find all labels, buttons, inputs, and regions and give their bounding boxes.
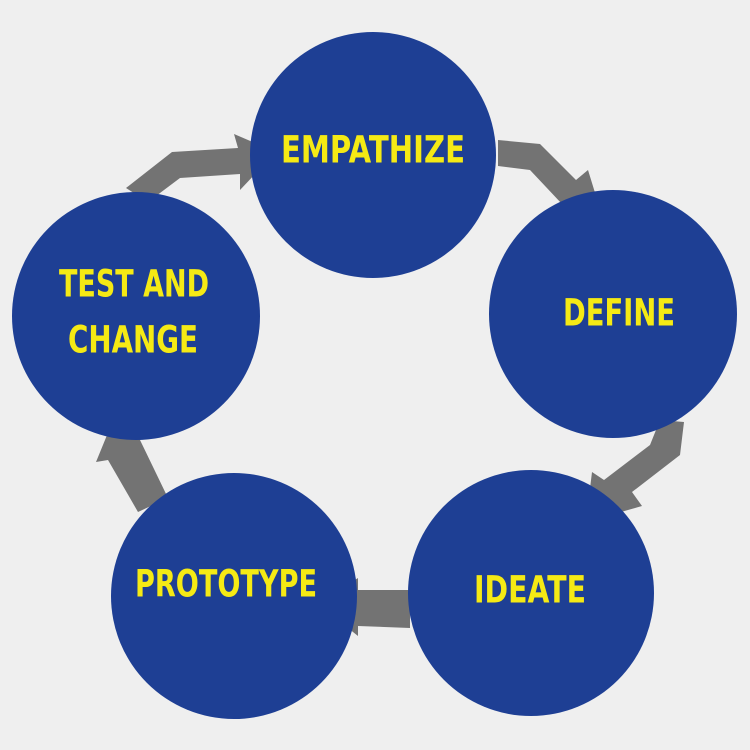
stage-circle-empathize	[250, 32, 496, 278]
stage-circles	[12, 32, 737, 719]
stage-circle-test-and-change	[12, 192, 260, 440]
stage-circle-define	[489, 190, 737, 438]
arrow-test-to-empathize	[126, 134, 276, 202]
arrow-prototype-to-test	[96, 418, 168, 512]
stage-label-define: DEFINE	[563, 292, 675, 335]
cycle-arrows	[96, 134, 684, 636]
stage-label-test-and-change-line1: TEST AND	[59, 263, 209, 306]
stage-circle-ideate	[408, 470, 654, 716]
stage-label-ideate: IDEATE	[474, 569, 586, 612]
stage-label-prototype: PROTOTYPE	[135, 563, 317, 606]
stage-label-test-and-change-line2: CHANGE	[68, 319, 198, 362]
arrow-define-to-ideate	[586, 420, 684, 522]
stage-circle-prototype	[111, 473, 357, 719]
stage-label-empathize: EMPATHIZE	[281, 129, 465, 172]
